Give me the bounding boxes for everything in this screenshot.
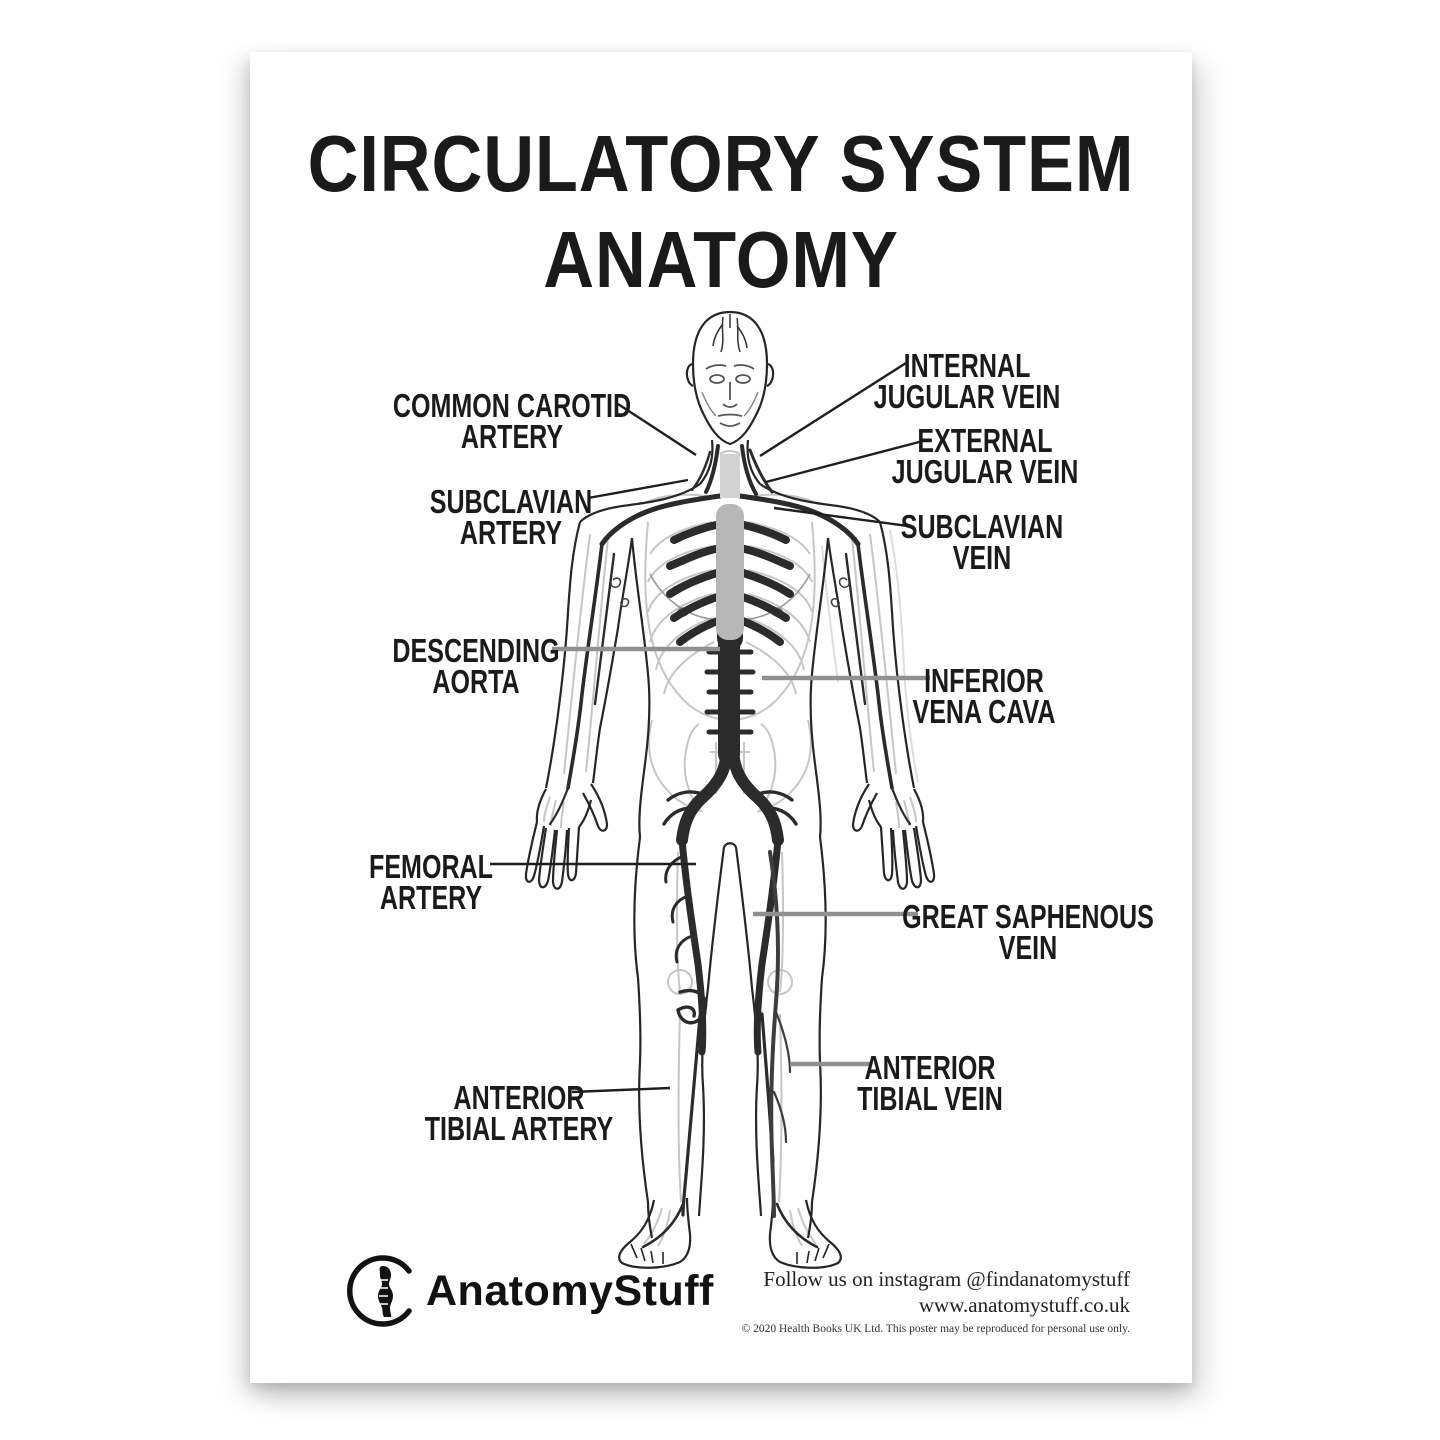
label-descending-aorta: DESCENDING AORTA (392, 632, 560, 700)
label-inferior-vena-cava: INFERIOR VENA CAVA (912, 662, 1056, 730)
anatomy-poster: CIRCULATORY SYSTEM ANATOMY (250, 52, 1192, 1383)
poster-title: CIRCULATORY SYSTEM ANATOMY (307, 116, 1136, 308)
copyright-line: © 2020 Health Books UK Ltd. This poster … (741, 1323, 1130, 1335)
label-subclavian-vein: SUBCLAVIAN VEIN (900, 508, 1064, 576)
label-subclavian-artery: SUBCLAVIAN ARTERY (429, 483, 593, 551)
leader-lines-gray (552, 646, 930, 1067)
anatomystuff-logo-icon (347, 1255, 412, 1327)
website-line: www.anatomystuff.co.uk (918, 1293, 1130, 1317)
label-great-saphenous-vein: GREAT SAPHENOUS VEIN (902, 898, 1154, 966)
brand-name: AnatomyStuff (426, 1266, 714, 1315)
sternum (716, 454, 744, 640)
poster-title-line1: CIRCULATORY SYSTEM (307, 119, 1135, 208)
label-internal-jugular-vein: INTERNAL JUGULAR VEIN (873, 347, 1061, 415)
brand-logo: AnatomyStuff (346, 1254, 714, 1328)
label-external-jugular-vein: EXTERNAL JUGULAR VEIN (891, 422, 1079, 490)
leader-lines-black (490, 361, 924, 1094)
label-anterior-tibial-artery: ANTERIOR TIBIAL ARTERY (424, 1079, 614, 1147)
anatomical-figure (490, 310, 936, 1269)
label-femoral-artery: FEMORAL ARTERY (369, 848, 493, 916)
label-anterior-tibial-vein: ANTERIOR TIBIAL VEIN (857, 1049, 1003, 1117)
poster-title-line2: ANATOMY (543, 215, 899, 304)
footer-text-block: Follow us on instagram @findanatomystuff… (742, 1266, 1130, 1340)
face-detail (701, 314, 759, 427)
instagram-line: Follow us on instagram @findanatomystuff (763, 1267, 1130, 1291)
label-common-carotid-artery: COMMON CAROTID ARTERY (392, 387, 632, 455)
